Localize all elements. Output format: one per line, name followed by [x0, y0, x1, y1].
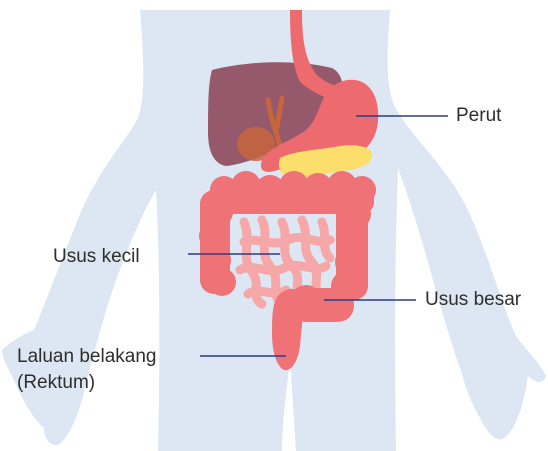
label-rectum-line1: Laluan belakang — [17, 345, 156, 369]
label-stomach: Perut — [456, 104, 501, 128]
label-small-intestine: Usus kecil — [53, 245, 140, 269]
label-large-intestine: Usus besar — [425, 288, 521, 312]
label-rectum-line2: (Rektum) — [17, 371, 95, 395]
